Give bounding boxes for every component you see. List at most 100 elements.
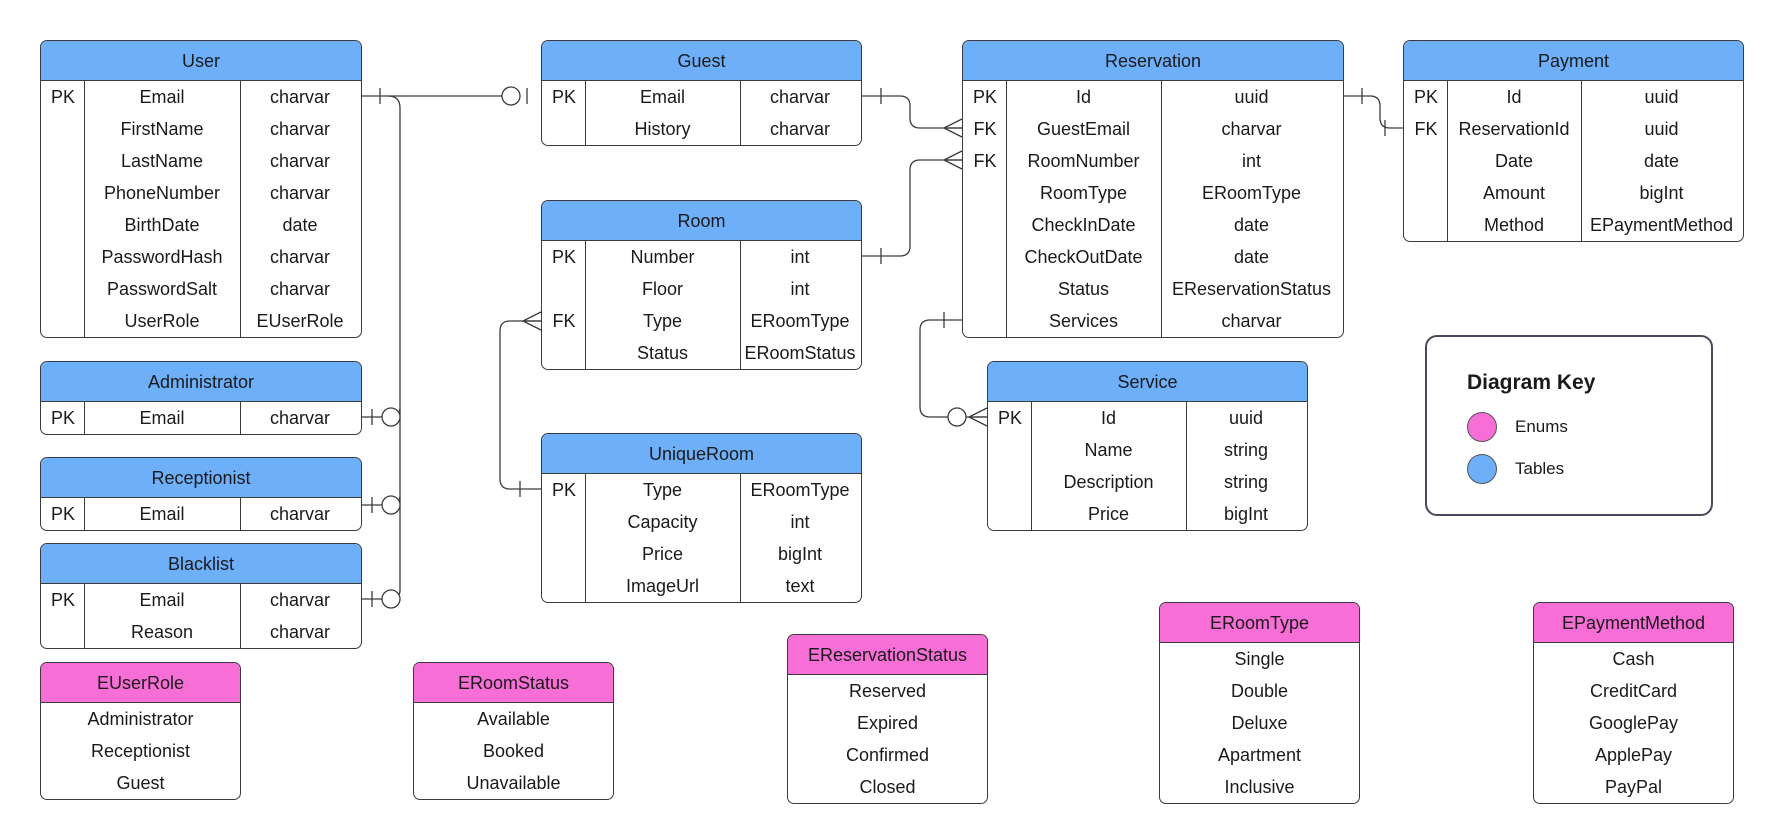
column-name: Email: [139, 504, 185, 524]
key-cell: [542, 337, 586, 369]
key-cell: FK: [973, 151, 997, 171]
column-name: Price: [1087, 504, 1129, 524]
enum-value-label: Receptionist: [90, 741, 191, 761]
column-name: History: [634, 119, 691, 139]
key-cell: PK: [50, 590, 75, 610]
key-cell: [963, 209, 1007, 241]
key-cell: PK: [972, 87, 997, 107]
enum-title: EReservationStatus: [788, 635, 987, 675]
column-type: charvar: [769, 87, 831, 107]
column-name: Email: [139, 408, 185, 428]
table-title: Payment: [1404, 41, 1743, 81]
key-cell: [41, 177, 85, 209]
key-cell: PK: [551, 480, 576, 500]
column-name: CheckOutDate: [1024, 247, 1143, 267]
enum-value-label: Reserved: [848, 681, 927, 701]
column-type: date: [282, 215, 318, 235]
column-type: charvar: [269, 119, 331, 139]
column-type: ERoomType: [750, 480, 850, 500]
enum-value-label: Closed: [859, 777, 916, 797]
column-type: charvar: [269, 87, 331, 107]
column-name: ReservationId: [1458, 119, 1570, 139]
column-type: bigInt: [777, 544, 823, 564]
enum-value-label: Confirmed: [845, 745, 930, 765]
diagram-key-title: Diagram Key: [1467, 371, 1596, 394]
key-cell: [542, 538, 586, 570]
column-name: Email: [139, 87, 185, 107]
column-name: Name: [1084, 440, 1133, 460]
key-cell: PK: [50, 504, 75, 524]
column-name: RoomNumber: [1027, 151, 1140, 171]
column-type: uuid: [1228, 408, 1264, 428]
enum-color-swatch: [1467, 412, 1497, 442]
key-cell: [41, 145, 85, 177]
enum-value: Closed: [788, 771, 987, 803]
key-cell: [963, 273, 1007, 305]
key-cell: [41, 209, 85, 241]
table-row: PK Type ERoomType: [542, 474, 861, 506]
enum-title: ERoomType: [1160, 603, 1359, 643]
column-name: Type: [642, 480, 683, 500]
table-title: Receptionist: [41, 458, 361, 498]
key-cell: [542, 273, 586, 305]
enum-value-label: Expired: [856, 713, 919, 733]
column-type: date: [1643, 151, 1680, 171]
table-title: Administrator: [41, 362, 361, 402]
column-type: charvar: [269, 622, 331, 642]
table-title: Blacklist: [41, 544, 361, 584]
enum-value: Receptionist: [41, 735, 240, 767]
column-type: int: [790, 247, 810, 267]
column-type: charvar: [269, 590, 331, 610]
enum-value: Guest: [41, 767, 240, 799]
relationship-user-subtypes: [387, 95, 401, 591]
column-type: charvar: [269, 504, 331, 524]
column-name: Email: [139, 590, 185, 610]
column-name: BirthDate: [124, 215, 200, 235]
enum-value-label: Cash: [1612, 649, 1655, 669]
column-name: Status: [636, 343, 689, 363]
cardinality-many-mark: [943, 150, 963, 170]
table-title: Service: [988, 362, 1307, 402]
key-cell: [963, 305, 1007, 337]
relationship-reservation-payment: [1344, 95, 1403, 129]
table-title: Room: [542, 201, 861, 241]
column-type: uuid: [1234, 87, 1269, 107]
key-cell: [988, 434, 1032, 466]
key-cell: FK: [973, 119, 997, 139]
legend-item-enums: Enums: [1467, 411, 1568, 443]
key-cell: [988, 498, 1032, 530]
key-cell: PK: [551, 87, 576, 107]
enum-value: Expired: [788, 707, 987, 739]
column-name: CheckInDate: [1031, 215, 1136, 235]
column-name: RoomType: [1039, 183, 1128, 203]
enum-title: EPaymentMethod: [1534, 603, 1733, 643]
column-name: Type: [642, 311, 683, 331]
diagram-key: Diagram Key Enums Tables: [1425, 335, 1713, 516]
enum-value-label: Available: [477, 709, 550, 729]
cardinality-many-mark: [522, 311, 542, 331]
column-type: charvar: [1221, 311, 1282, 331]
enum-value: PayPal: [1534, 771, 1733, 803]
column-type: bigInt: [1639, 183, 1684, 203]
column-type: charvar: [269, 279, 331, 299]
column-name: Description: [1063, 472, 1154, 492]
enum-value: Inclusive: [1160, 771, 1359, 803]
column-type: int: [1241, 151, 1261, 171]
column-type: text: [785, 576, 815, 596]
